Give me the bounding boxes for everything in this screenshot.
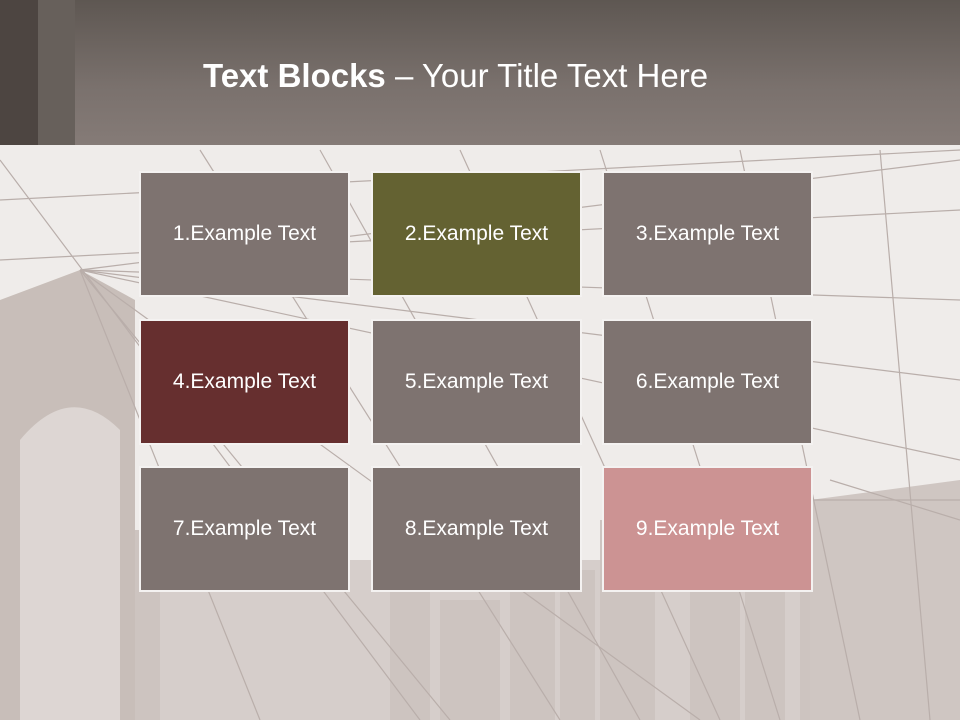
- text-block-label: 9.Example Text: [635, 517, 780, 540]
- text-block-1: 1.Example Text: [139, 171, 350, 297]
- text-block-2: 2.Example Text: [371, 171, 582, 297]
- text-block-3: 3.Example Text: [602, 171, 813, 297]
- slide-title: Text Blocks – Your Title Text Here: [203, 56, 708, 96]
- text-block-label: 5.Example Text: [404, 370, 549, 393]
- title-bar-accent-light: [38, 0, 75, 145]
- title-bar-accent-dark: [0, 0, 38, 145]
- text-block-label: 1.Example Text: [172, 222, 317, 245]
- title-bar: Text Blocks – Your Title Text Here: [0, 0, 960, 145]
- text-block-5: 5.Example Text: [371, 319, 582, 445]
- text-block-7: 7.Example Text: [139, 466, 350, 592]
- text-block-9: 9.Example Text: [602, 466, 813, 592]
- title-rest: Your Title Text Here: [421, 57, 709, 94]
- text-block-6: 6.Example Text: [602, 319, 813, 445]
- text-block-label: 2.Example Text: [404, 222, 549, 245]
- text-block-4: 4.Example Text: [139, 319, 350, 445]
- text-block-label: 3.Example Text: [635, 222, 780, 245]
- text-block-label: 4.Example Text: [172, 370, 317, 393]
- title-dash: –: [394, 57, 414, 94]
- text-block-label: 8.Example Text: [404, 517, 549, 540]
- text-block-8: 8.Example Text: [371, 466, 582, 592]
- title-bold: Text Blocks: [203, 57, 386, 94]
- text-block-label: 7.Example Text: [172, 517, 317, 540]
- text-block-label: 6.Example Text: [635, 370, 780, 393]
